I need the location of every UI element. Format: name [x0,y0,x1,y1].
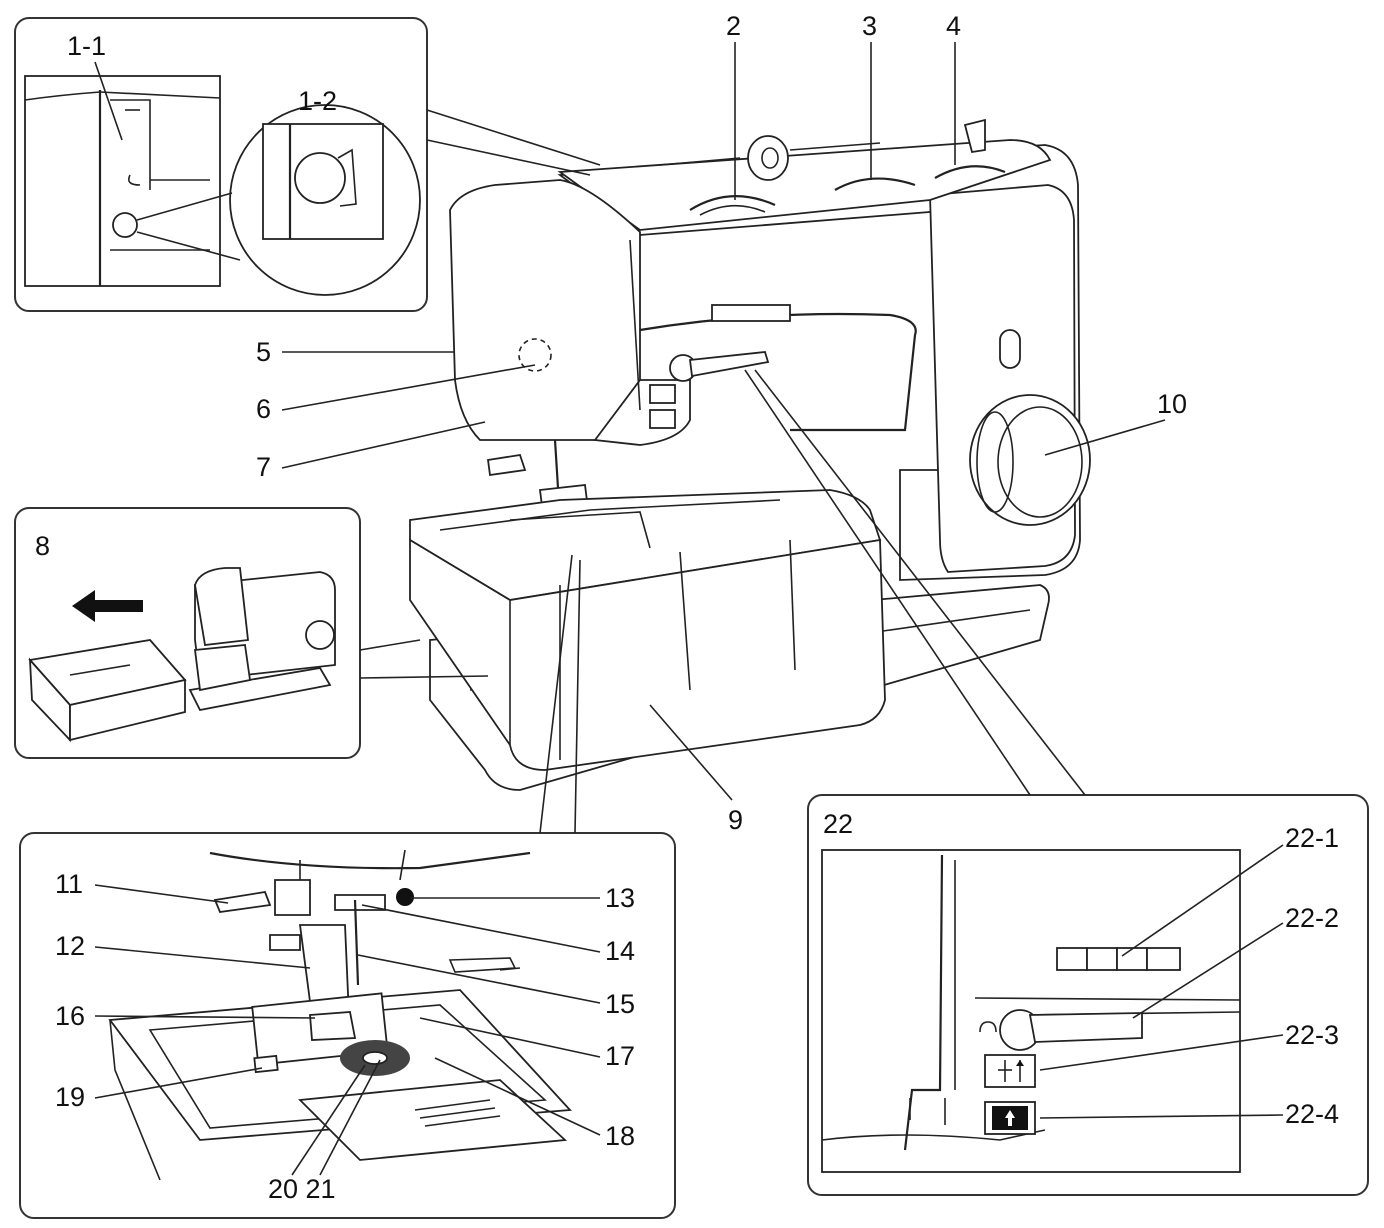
brand-plate [1056,947,1181,971]
callout-12: 12 [55,931,85,961]
handwheel [969,394,1091,526]
callout-22-2: 22-2 [1285,903,1339,933]
sewing-machine-body [409,118,1091,791]
needle-up-down-icon [998,1060,1024,1082]
callout-5: 5 [256,337,271,367]
callout-22: 22 [823,809,853,839]
callout-22-4: 22-4 [1285,1099,1339,1129]
callout-1-1: 1-1 [67,31,106,61]
callout-11: 11 [55,869,83,899]
callout-8: 8 [35,531,50,561]
reverse-lever [669,351,770,382]
callout-2: 2 [726,11,741,41]
callout-19: 19 [55,1082,85,1112]
reverse-icon [979,1021,997,1033]
inset-thread-guide: 1-1 1-2 [14,17,428,312]
inset-free-arm: 8 [14,507,361,759]
callout-9: 9 [728,805,743,835]
callout-16: 16 [55,1001,85,1031]
callout-10: 10 [1157,389,1187,419]
callout-3: 3 [862,11,877,41]
callout-14: 14 [605,936,635,966]
inset-needle-area [19,832,676,1219]
callout-15: 15 [605,989,635,1019]
needle-up-button [984,1101,1036,1135]
callout-22-1: 22-1 [1285,823,1339,853]
callout-1-2: 1-2 [298,86,337,116]
callout-17: 17 [605,1041,635,1071]
needle-up-down-button [984,1054,1036,1088]
needle-up-icon [1005,1110,1015,1126]
callout-22-3: 22-3 [1285,1020,1339,1050]
callout-6: 6 [256,394,271,424]
callout-18: 18 [605,1121,635,1151]
callout-13: 13 [605,883,635,913]
inset-reverse-controls: 22 22-1 22-2 22-3 22-4 [807,794,1369,1196]
callout-4: 4 [946,11,961,41]
arrow-left-icon [72,590,143,622]
callout-7: 7 [256,452,271,482]
callout-20-21: 20 21 [268,1174,336,1204]
